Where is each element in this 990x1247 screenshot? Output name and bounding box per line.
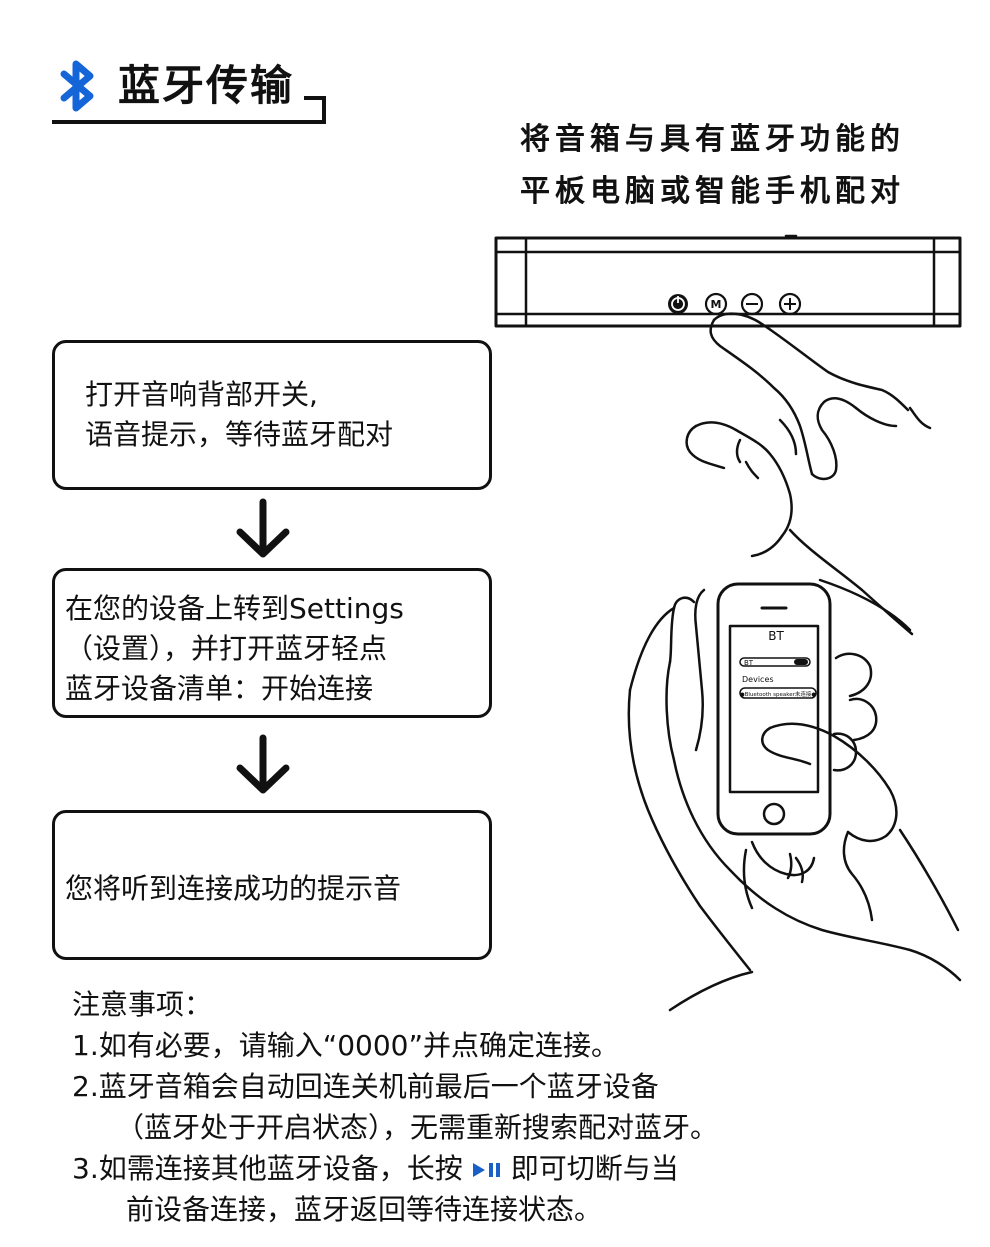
- note-item-3-post: 即可切断与当: [510, 1152, 679, 1185]
- phone-devices-label: Devices: [742, 675, 774, 684]
- note-item-1: 1.如有必要，请输入“0000”并点确定连接。: [72, 1029, 619, 1062]
- note-item-2-line-2: （蓝牙处于开启状态），无需重新搜索配对蓝牙。: [116, 1111, 719, 1144]
- bluetooth-icon: [60, 60, 94, 112]
- notes-heading: 注意事项：: [72, 988, 213, 1021]
- step-1-line-2: 语音提示，等待蓝牙配对: [85, 418, 394, 451]
- smartphone: [716, 582, 832, 836]
- svg-text:M: M: [711, 298, 722, 311]
- step-2-text: 在您的设备上转到Settings （设置），并打开蓝牙轻点 蓝牙设备清单：开始连…: [65, 589, 404, 709]
- speaker-buttons: M: [668, 292, 802, 316]
- notes-section: 注意事项： 1.如有必要，请输入“0000”并点确定连接。 2.蓝牙音箱会自动回…: [72, 984, 718, 1230]
- step-2-line-2: （设置），并打开蓝牙轻点: [65, 632, 388, 665]
- step-box-3: 您将听到连接成功的提示音: [52, 810, 492, 960]
- holding-hand: [627, 578, 962, 1012]
- caption-line-2: 平板电脑或智能手机配对: [520, 174, 905, 209]
- phone-screen-title: BT: [768, 629, 784, 643]
- title-underline: [52, 96, 326, 124]
- pressing-hand: [685, 312, 932, 636]
- page-title: 蓝牙传输: [118, 61, 295, 110]
- step-box-2: 在您的设备上转到Settings （设置），并打开蓝牙轻点 蓝牙设备清单：开始连…: [52, 568, 492, 718]
- caption-line-1: 将音箱与具有蓝牙功能的: [520, 122, 905, 157]
- note-item-2-line-1: 2.蓝牙音箱会自动回连关机前最后一个蓝牙设备: [72, 1070, 659, 1103]
- step-3-text: 您将听到连接成功的提示音: [65, 869, 401, 909]
- play-pause-icon: [472, 1163, 500, 1177]
- volume-up-button: [778, 292, 802, 316]
- note-item-3-line-2: 前设备连接，蓝牙返回等待连接状态。: [126, 1193, 603, 1226]
- step-1-text: 打开音响背部开关, 语音提示，等待蓝牙配对: [85, 375, 393, 455]
- step-2-line-3: 蓝牙设备清单：开始连接: [65, 672, 374, 705]
- power-button: [668, 294, 688, 314]
- down-arrow-icon: [236, 498, 290, 558]
- mode-button: [704, 292, 728, 316]
- step-box-1: 打开音响背部开关, 语音提示，等待蓝牙配对: [52, 340, 492, 490]
- note-item-3-line-1: 3.如需连接其他蓝牙设备，长按 即可切断与当: [72, 1148, 718, 1189]
- phone-toggle-label: BT: [744, 659, 754, 667]
- phone-device-item: ●Bluetooth speaker未连接●: [740, 690, 816, 698]
- step-1-line-1: 打开音响背部开关,: [85, 378, 318, 411]
- pairing-illustration: M BT BT Devices ●Bluetooth speaker未连接●: [494, 234, 962, 1012]
- step-2-line-1: 在您的设备上转到Settings: [65, 592, 404, 625]
- down-arrow-icon: [236, 734, 290, 794]
- step-3-line-1: 您将听到连接成功的提示音: [65, 872, 402, 905]
- note-item-3-pre: 3.如需连接其他蓝牙设备，长按: [72, 1152, 463, 1185]
- volume-down-button: [740, 292, 764, 316]
